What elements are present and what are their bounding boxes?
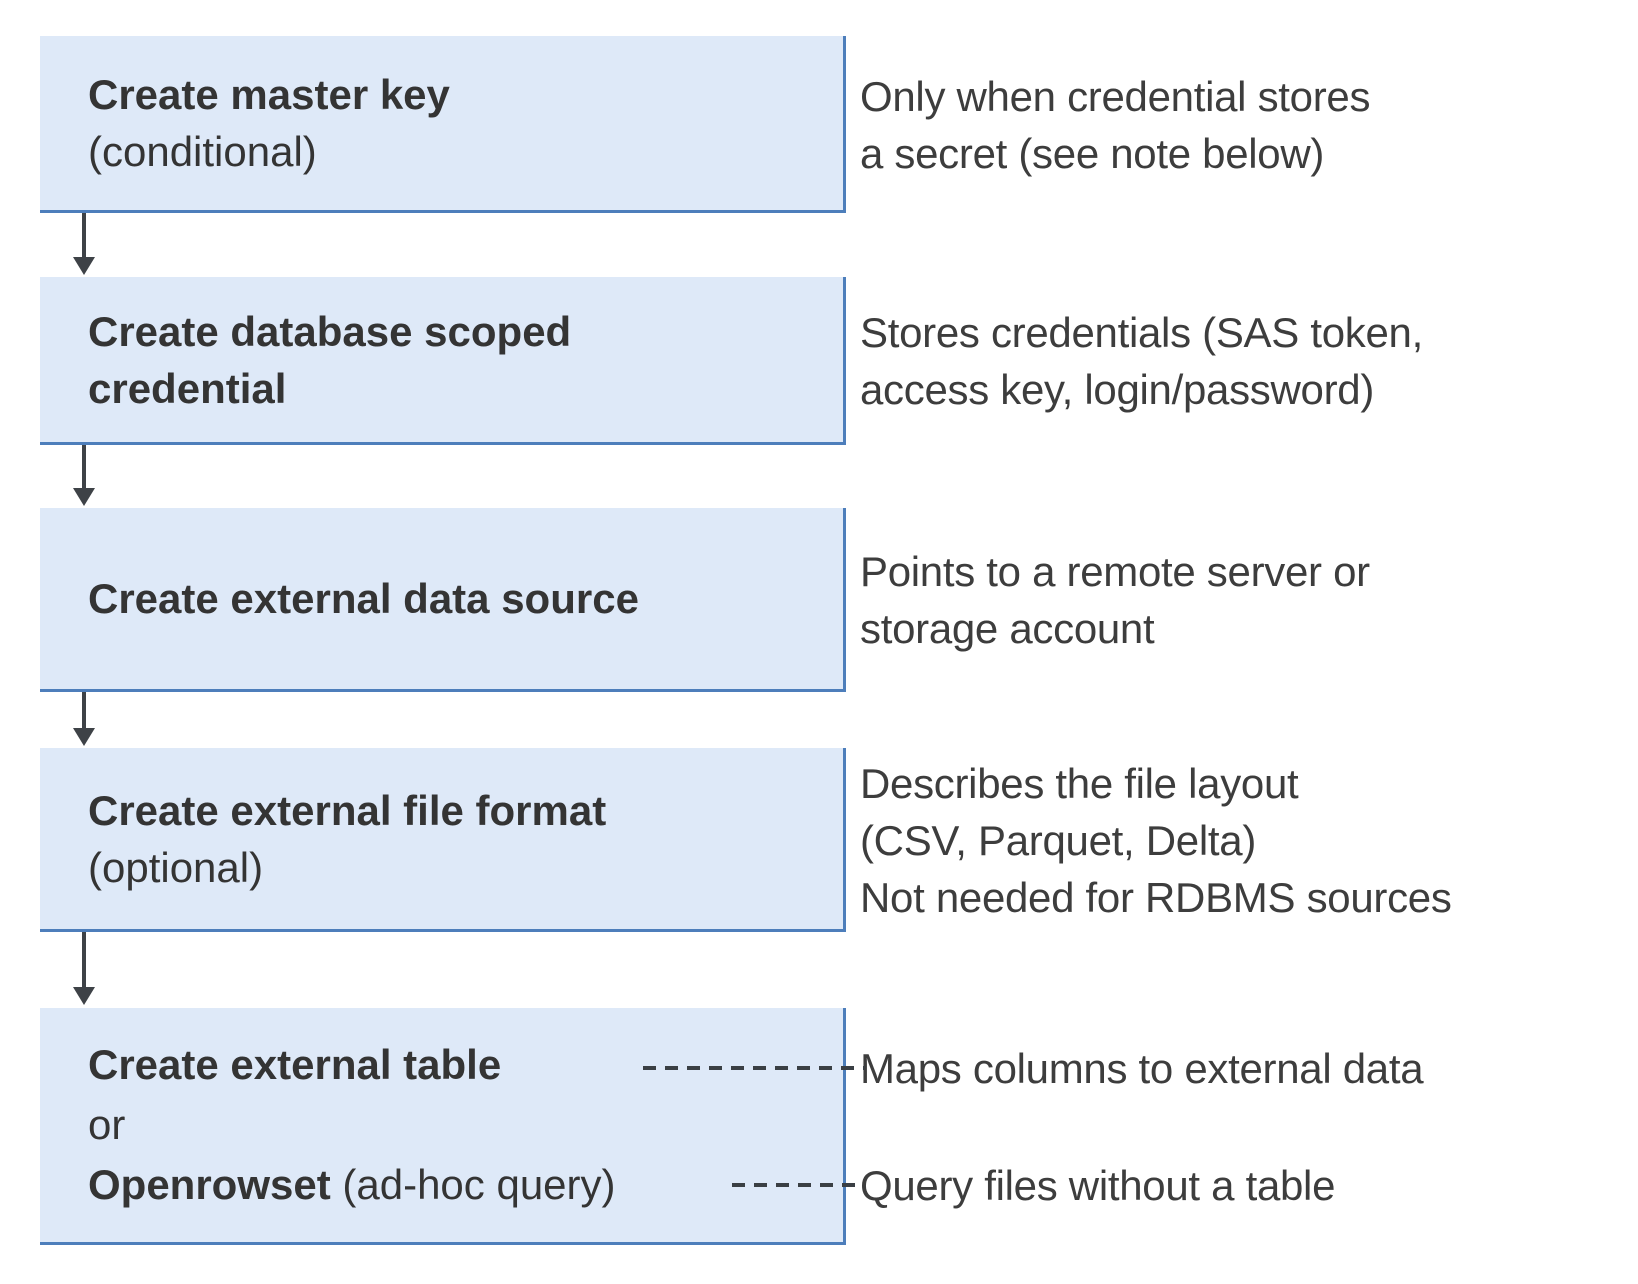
annotation-line: Only when credential stores bbox=[860, 72, 1371, 120]
annotation-line: Query files without a table bbox=[860, 1162, 1336, 1209]
arrow-stem bbox=[82, 445, 86, 488]
step-sublabel: (conditional) bbox=[88, 128, 317, 175]
step-label-or: or bbox=[88, 1101, 126, 1148]
step-label: Create master key bbox=[88, 71, 450, 118]
arrow-head-icon bbox=[73, 728, 95, 746]
arrow-head-icon bbox=[73, 257, 95, 275]
annotation-line: storage account bbox=[860, 605, 1155, 652]
annotation-line: (CSV, Parquet, Delta) bbox=[860, 816, 1257, 864]
annotation-scoped-credential: Stores credentials (SAS token, access ke… bbox=[860, 277, 1630, 445]
annotation-master-key: Only when credential stores a secret (se… bbox=[860, 36, 1630, 213]
arrow-head-icon bbox=[73, 488, 95, 506]
step-sublabel: (optional) bbox=[88, 843, 264, 891]
flow-arrow-4 bbox=[73, 932, 95, 1005]
step-sublabel-adhoc: (ad-hoc query) bbox=[330, 1161, 616, 1208]
step-label: Create database scoped bbox=[88, 307, 572, 355]
step-box-create-external-file-format: Create external file format (optional) bbox=[40, 748, 846, 932]
annotation-file-format: Describes the file layout (CSV, Parquet,… bbox=[860, 748, 1630, 932]
step-label-openrowset: Openrowset bbox=[88, 1161, 331, 1208]
flow-arrow-1 bbox=[73, 213, 95, 275]
step-box-create-external-table-or-openrowset: Create external table or Openrowset (ad-… bbox=[40, 1008, 846, 1245]
arrow-head-icon bbox=[73, 987, 95, 1005]
step-label: credential bbox=[88, 364, 287, 412]
arrow-stem bbox=[82, 692, 86, 728]
annotation-line: Points to a remote server or bbox=[860, 548, 1370, 595]
annotation-line: a secret (see note below) bbox=[860, 129, 1325, 177]
step-label: Create external table bbox=[88, 1041, 502, 1088]
step-label: Create external data source bbox=[88, 575, 639, 622]
step-box-create-master-key: Create master key (conditional) bbox=[40, 36, 846, 213]
flow-arrow-3 bbox=[73, 692, 95, 746]
annotation-line: Not needed for RDBMS sources bbox=[860, 873, 1452, 921]
annotation-openrowset: Query files without a table bbox=[860, 1157, 1630, 1214]
flow-arrow-2 bbox=[73, 445, 95, 506]
annotation-data-source: Points to a remote server or storage acc… bbox=[860, 508, 1630, 692]
dashed-connector-openrowset bbox=[732, 1183, 863, 1187]
annotation-line: Describes the file layout bbox=[860, 759, 1299, 807]
step-box-create-database-scoped-credential: Create database scoped credential bbox=[40, 277, 846, 445]
dashed-connector-external-table bbox=[643, 1066, 865, 1070]
step-label: Create external file format bbox=[88, 786, 607, 834]
arrow-stem bbox=[82, 932, 86, 987]
arrow-stem bbox=[82, 213, 86, 257]
annotation-line: Stores credentials (SAS token, bbox=[860, 309, 1423, 356]
annotation-line: access key, login/password) bbox=[860, 366, 1375, 413]
annotation-external-table: Maps columns to external data bbox=[860, 1040, 1630, 1097]
annotation-line: Maps columns to external data bbox=[860, 1045, 1424, 1092]
step-label: Openrowset (ad-hoc query) bbox=[88, 1155, 843, 1215]
step-box-create-external-data-source: Create external data source bbox=[40, 508, 846, 692]
